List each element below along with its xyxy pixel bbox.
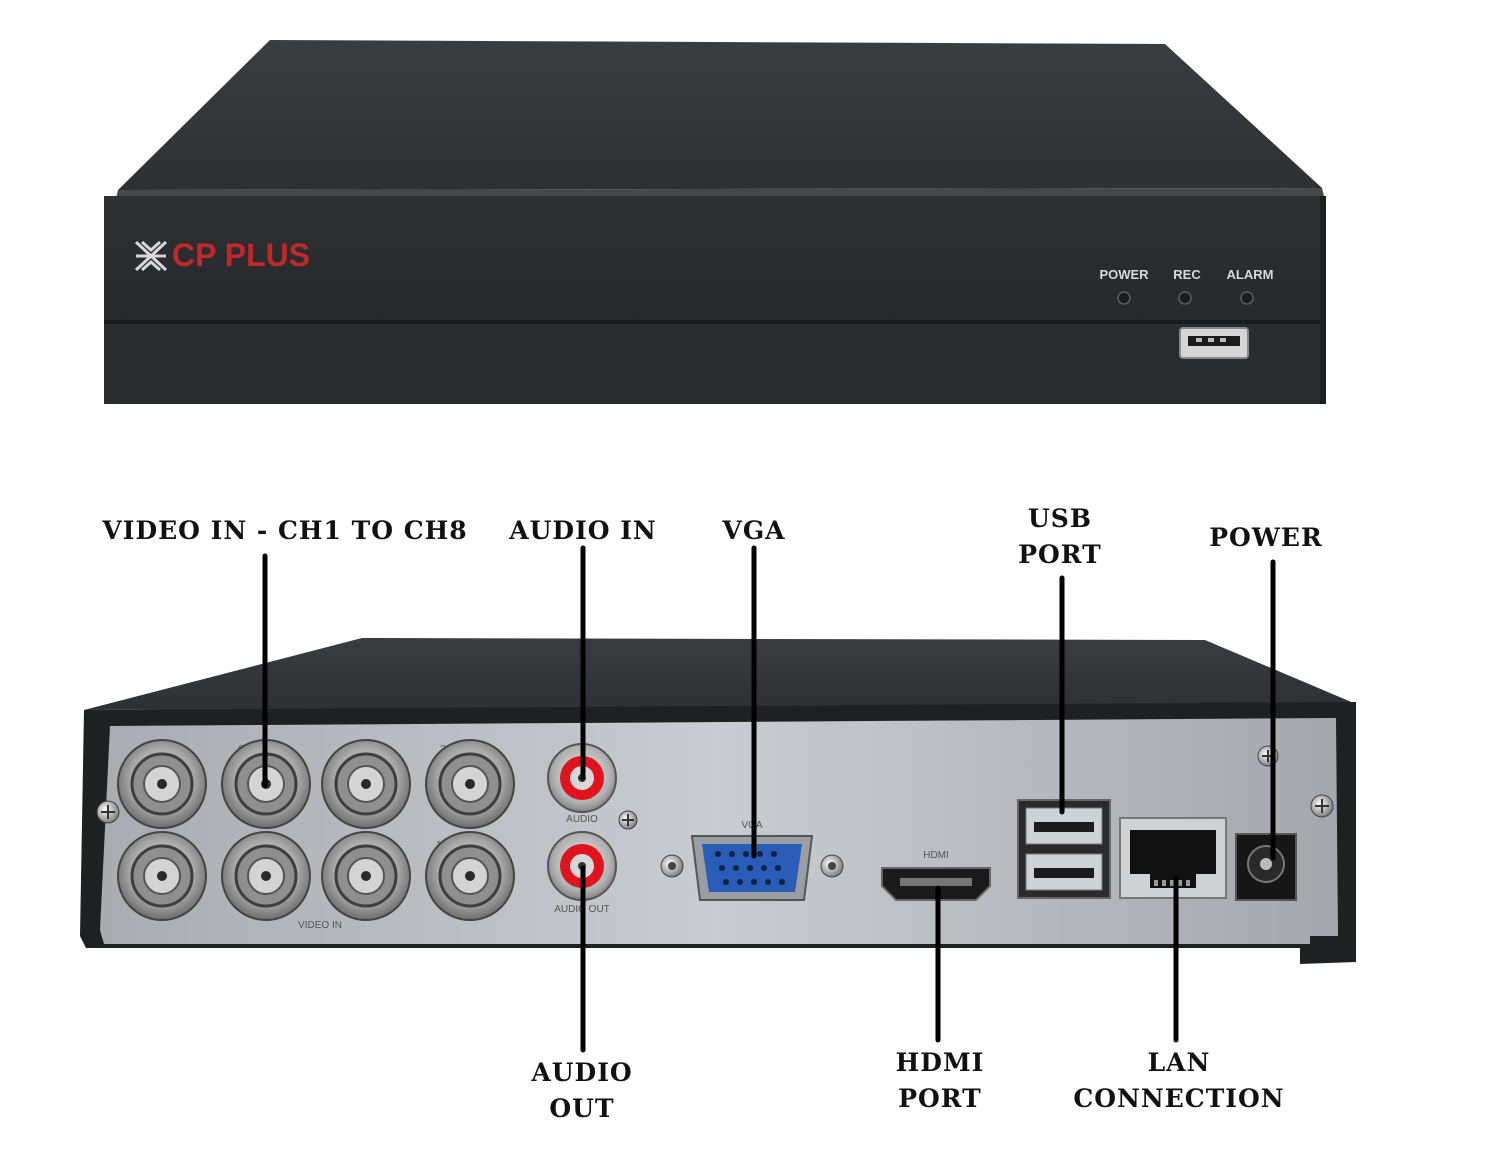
- bnc-connector[interactable]: [321, 739, 411, 829]
- power-led-icon: [1117, 291, 1131, 305]
- led-label-alarm: ALARM: [1227, 267, 1274, 282]
- callout-audio-out-line2: OUT: [549, 1094, 615, 1123]
- vga-pin: [715, 851, 721, 857]
- callout-usb-port-line1: USB: [1028, 504, 1092, 533]
- screw-slot: [622, 814, 634, 826]
- usb-ports-rear[interactable]: [1017, 799, 1111, 899]
- led-label-power: POWER: [1099, 267, 1149, 282]
- screw-slot: [101, 805, 115, 819]
- lan-port-icon[interactable]: [1130, 830, 1216, 888]
- front-face-divider: [104, 320, 1324, 324]
- vga-pin: [751, 879, 757, 885]
- callout-hdmi-port-line2: PORT: [898, 1084, 982, 1113]
- alarm-led-icon: [1240, 291, 1254, 305]
- vga-screw-hole: [668, 862, 676, 870]
- vga-pins: [715, 851, 785, 885]
- brand-name: CP PLUS: [172, 237, 310, 273]
- usb-tongue: [1034, 868, 1094, 878]
- print-video-in: VIDEO IN: [298, 920, 342, 931]
- callout-audio-in: AUDIO IN: [500, 513, 666, 549]
- vga-pin: [733, 865, 739, 871]
- callout-hdmi-port-line1: HDMI: [895, 1048, 985, 1077]
- bnc-connector-pin: [361, 779, 371, 789]
- front-usb-port[interactable]: [1179, 327, 1249, 359]
- bnc-connector-pin: [361, 871, 371, 881]
- leader-lines: [262, 545, 1276, 1053]
- callout-video-in-line1: VIDEO IN - CH1 TO CH8: [102, 516, 468, 545]
- lan-connector[interactable]: [1119, 817, 1227, 899]
- vga-pin: [761, 865, 767, 871]
- bnc-connector-pin: [261, 871, 271, 881]
- usb-pin: [1196, 338, 1202, 342]
- print-hdmi: HDMI: [923, 850, 949, 861]
- power-connector[interactable]: [1235, 833, 1297, 901]
- bnc-connector[interactable]: [321, 831, 411, 921]
- vga-pin: [737, 879, 743, 885]
- bnc-connector[interactable]: [221, 831, 311, 921]
- video-in-bnc-connectors: [117, 739, 515, 921]
- front-top-lid: [118, 40, 1322, 190]
- brand-logo: CP PLUS: [134, 237, 310, 273]
- callout-power-line1: POWER: [1209, 523, 1323, 552]
- bnc-connector[interactable]: [117, 831, 207, 921]
- brand-mark-icon: [134, 240, 168, 272]
- front-face-lower: [104, 324, 1324, 404]
- front-dvr-unit: CP PLUS POWER REC ALARM: [104, 40, 1326, 404]
- bnc-connector-pin: [157, 871, 167, 881]
- vga-connector[interactable]: [660, 835, 844, 901]
- callout-lan-connection-line2: CONNECTION: [1073, 1084, 1285, 1113]
- callout-audio-in-line1: AUDIO IN: [509, 516, 657, 545]
- hdmi-connector[interactable]: [881, 867, 991, 901]
- power-jack-pin: [1260, 858, 1272, 870]
- usb-tongue: [1034, 822, 1094, 832]
- rear-dvr-unit: 8 6 4 2 7 5 3 1 AUDIO AUDIO OUT: [80, 638, 1356, 964]
- callout-hdmi-port: HDMI PORT: [880, 1045, 1000, 1117]
- vga-pin: [775, 865, 781, 871]
- callout-audio-out-line1: AUDIO: [531, 1058, 633, 1087]
- hdmi-port-tongue: [900, 878, 972, 886]
- callout-audio-out: AUDIO OUT: [520, 1055, 644, 1127]
- screw-slot: [1315, 799, 1329, 813]
- lan-pins: [1154, 880, 1190, 886]
- vga-pin: [765, 879, 771, 885]
- callout-usb-port-line2: PORT: [1018, 540, 1102, 569]
- vga-pin: [743, 851, 749, 857]
- front-right-side: [1320, 196, 1326, 404]
- vga-pin: [723, 879, 729, 885]
- callout-video-in: VIDEO IN - CH1 TO CH8: [100, 513, 470, 549]
- led-indicators: POWER REC ALARM: [1099, 267, 1274, 305]
- callout-lan-connection-line1: LAN: [1147, 1048, 1211, 1077]
- callout-lan-connection: LAN CONNECTION: [1064, 1045, 1294, 1117]
- rear-top-lid: [84, 638, 1356, 710]
- callout-vga-line1: VGA: [722, 516, 786, 545]
- front-top-edge: [116, 188, 1324, 198]
- vga-pin: [771, 851, 777, 857]
- bnc-connector[interactable]: [117, 739, 207, 829]
- bnc-connector-pin: [465, 779, 475, 789]
- bnc-connector[interactable]: [425, 831, 515, 921]
- callout-power: POWER: [1196, 520, 1336, 556]
- bnc-connector[interactable]: [425, 739, 515, 829]
- vga-pin: [719, 865, 725, 871]
- vga-pin: [779, 879, 785, 885]
- vga-screw-hole: [828, 862, 836, 870]
- rec-led-icon: [1178, 291, 1192, 305]
- vga-pin: [729, 851, 735, 857]
- usb-pin: [1220, 338, 1226, 342]
- usb-pin: [1208, 338, 1214, 342]
- callout-vga: VGA: [704, 513, 804, 549]
- bnc-connector-pin: [157, 779, 167, 789]
- bnc-connector-pin: [465, 871, 475, 881]
- callout-usb-port: USB PORT: [1000, 501, 1120, 573]
- vga-pin: [757, 851, 763, 857]
- vga-pin: [747, 865, 753, 871]
- led-label-rec: REC: [1173, 267, 1201, 282]
- print-audio: AUDIO: [566, 814, 598, 825]
